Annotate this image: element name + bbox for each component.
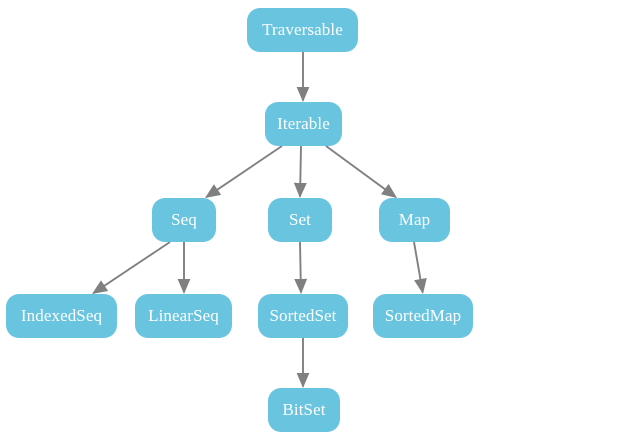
node-label-sortedmap: SortedMap [384,306,462,325]
node-bitset[interactable]: BitSet [268,388,340,432]
node-label-sortedset: SortedSet [269,306,337,325]
node-label-set: Set [288,210,312,229]
node-label-iterable: Iterable [277,114,330,133]
node-label-linearseq: LinearSeq [148,306,219,325]
node-label-traversable: Traversable [262,20,343,39]
node-label-bitset: BitSet [282,400,326,419]
edge-seq-to-indexedseq [91,241,171,295]
node-indexedseq[interactable]: IndexedSeq [6,294,117,338]
node-set[interactable]: Set [268,198,332,242]
node-label-indexedseq: IndexedSeq [20,306,103,325]
node-iterable[interactable]: Iterable [265,102,342,146]
node-traversable[interactable]: Traversable [247,8,358,52]
node-sortedset[interactable]: SortedSet [258,294,348,338]
edge-iterable-to-set [293,145,307,199]
node-seq[interactable]: Seq [152,198,216,242]
edge-map-to-sortedmap [413,241,427,295]
node-map[interactable]: Map [379,198,450,242]
edge-set-to-sortedset [294,241,308,295]
edge-iterable-to-seq [204,145,283,199]
node-sortedmap[interactable]: SortedMap [373,294,473,338]
node-linearseq[interactable]: LinearSeq [135,294,232,338]
edge-iterable-to-map [325,145,398,199]
node-label-map: Map [398,210,431,229]
node-label-seq: Seq [171,210,197,229]
